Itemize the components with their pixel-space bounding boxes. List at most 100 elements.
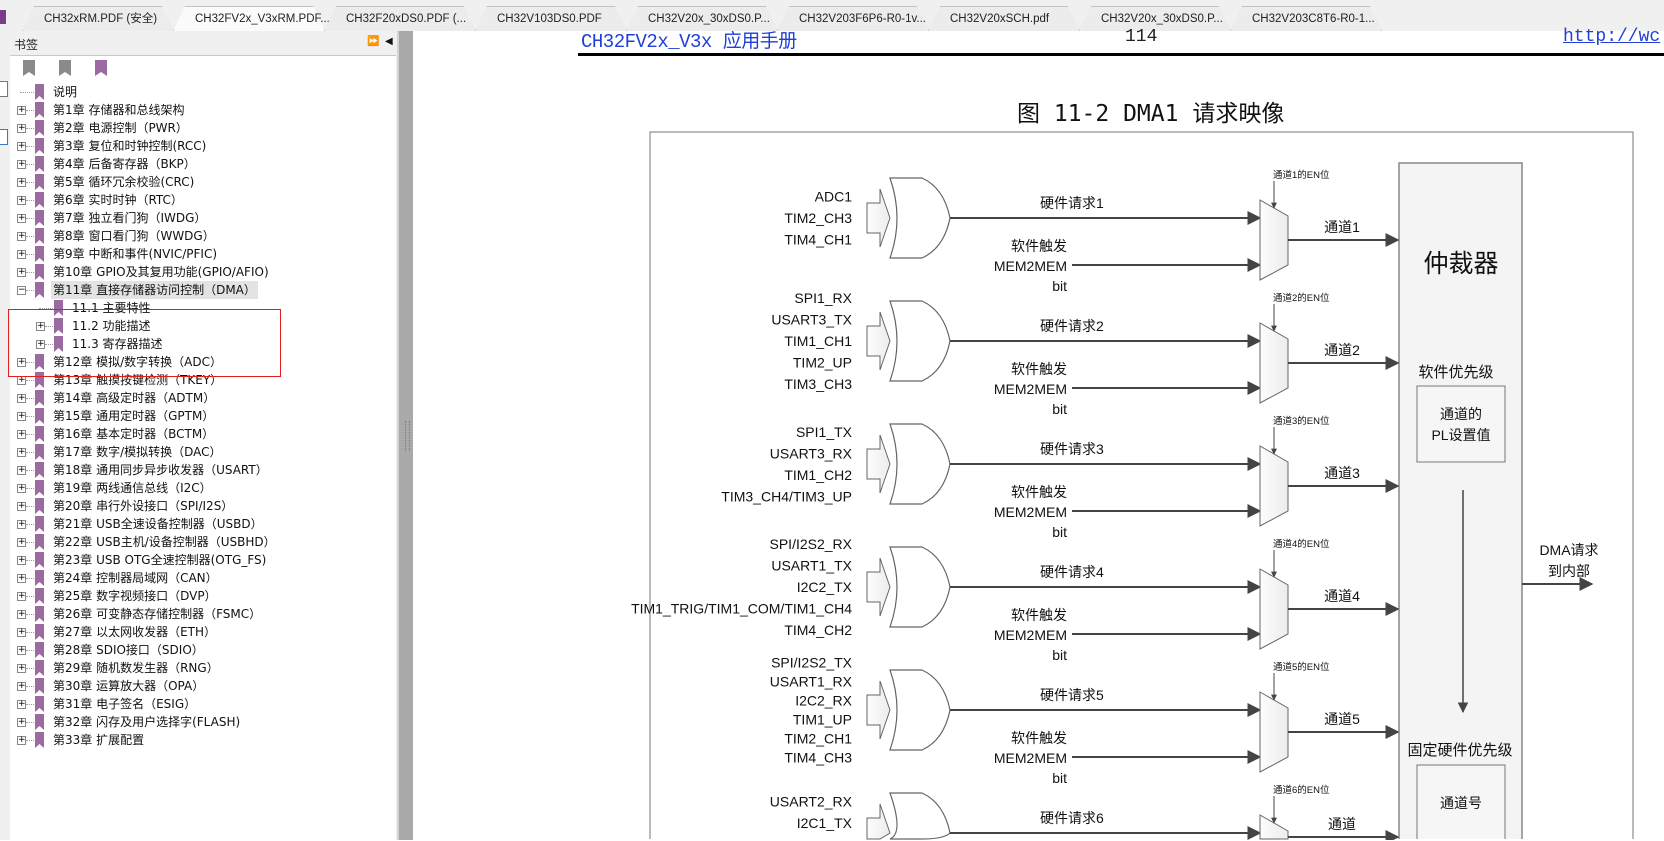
bookmark-item[interactable]: +第17章 数字/模拟转换（DAC）	[10, 443, 396, 461]
expand-icon[interactable]: +	[17, 195, 26, 205]
expand-icon[interactable]: +	[17, 645, 26, 655]
bookmark-item[interactable]: +第25章 数字视频接口（DVP）	[10, 587, 396, 605]
bookmark-icon	[35, 588, 44, 604]
expand-icon[interactable]: +	[17, 609, 26, 619]
bookmark-item[interactable]: +第8章 窗口看门狗（WWDG）	[10, 227, 396, 245]
highlight-annotation-box	[8, 309, 281, 377]
expand-icon[interactable]: +	[36, 321, 45, 331]
expand-icon[interactable]: +	[17, 249, 26, 259]
collapse-panel-icon[interactable]: ◀	[385, 36, 393, 47]
expand-icon[interactable]: +	[17, 123, 26, 133]
expand-icon[interactable]: +	[17, 483, 26, 493]
bookmark-item[interactable]: +第6章 实时时钟（RTC）	[10, 191, 396, 209]
bookmark-item[interactable]: +第24章 控制器局域网（CAN）	[10, 569, 396, 587]
pages-panel-icon[interactable]	[0, 81, 8, 97]
tab-5[interactable]: CH32V203F6P6-R0-1v...	[777, 6, 929, 31]
expand-icon[interactable]: +	[17, 429, 26, 439]
expand-icon[interactable]: +	[17, 393, 26, 403]
expand-icon[interactable]: +	[17, 231, 26, 241]
tab-label: CH32FV2x_V3xRM.PDF...	[195, 13, 330, 25]
expand-icon[interactable]: +	[17, 627, 26, 637]
bookmark-item[interactable]: +第23章 USB OTG全速控制器(OTG_FS)	[10, 551, 396, 569]
bookmark-item[interactable]: +第3章 复位和时钟控制(RCC)	[10, 137, 396, 155]
bookmark-item[interactable]: +第27章 以太网收发器（ETH）	[10, 623, 396, 641]
bookmark-item[interactable]: +第2章 电源控制（PWR）	[10, 119, 396, 137]
expand-panel-icon[interactable]: ⏩	[367, 36, 380, 47]
tab-8[interactable]: CH32V203C8T6-R0-1...	[1230, 6, 1382, 31]
bookmark-item[interactable]: +第20章 串行外设接口（SPI/I2S）	[10, 497, 396, 515]
expand-icon[interactable]: +	[17, 105, 26, 115]
bookmark-item[interactable]: +第30章 运算放大器（OPA）	[10, 677, 396, 695]
bookmark-item[interactable]: +第16章 基本定时器（BCTM）	[10, 425, 396, 443]
layers-panel-icon[interactable]	[0, 129, 8, 145]
expand-icon[interactable]: +	[17, 555, 26, 565]
expand-icon[interactable]: +	[17, 465, 26, 475]
bookmark-item[interactable]: +第29章 随机数发生器（RNG）	[10, 659, 396, 677]
bookmark-item[interactable]: +第4章 后备寄存器（BKP）	[10, 155, 396, 173]
bookmark-item[interactable]: +第19章 两线通信总线（I2C）	[10, 479, 396, 497]
bookmark-item[interactable]: +第9章 中断和事件(NVIC/PFIC)	[10, 245, 396, 263]
channel-label: 通道5	[1324, 711, 1360, 727]
bookmark-item[interactable]: +第7章 独立看门狗（IWDG）	[10, 209, 396, 227]
collapse-icon[interactable]: −	[17, 285, 26, 295]
bookmark-label: 第28章 SDIO接口（SDIO）	[53, 643, 204, 657]
expand-icon[interactable]: +	[17, 501, 26, 511]
expand-icon[interactable]: +	[17, 735, 26, 745]
tab-1[interactable]: CH32FV2x_V3xRM.PDF...x	[173, 6, 338, 31]
bookmark-item[interactable]: 说明	[10, 83, 396, 101]
tree-connector	[26, 236, 34, 237]
bookmark-item[interactable]: +第15章 通用定时器（GPTM）	[10, 407, 396, 425]
bookmark-item[interactable]: +第32章 闪存及用户选择字(FLASH)	[10, 713, 396, 731]
bookmark-item[interactable]: −第11章 直接存储器访问控制（DMA）	[10, 281, 396, 299]
bookmark-item[interactable]: +第12章 模拟/数字转换（ADC）	[10, 353, 396, 371]
bookmark-item[interactable]: +11.3 寄存器描述	[10, 335, 396, 353]
header-url-link[interactable]: http://wc	[1563, 27, 1661, 47]
bookmark-item[interactable]: + 第28章 SDIO接口（SDIO）	[10, 641, 396, 659]
request-source-label: I2C2_RX	[795, 693, 852, 709]
expand-icon[interactable]: +	[17, 717, 26, 727]
bookmark-item[interactable]: +第1章 存储器和总线架构	[10, 101, 396, 119]
expand-icon[interactable]: +	[17, 663, 26, 673]
expand-icon[interactable]: +	[17, 159, 26, 169]
bookmark-item[interactable]: +第18章 通用同步异步收发器（USART）	[10, 461, 396, 479]
tab-6[interactable]: CH32V20xSCH.pdf	[928, 6, 1080, 31]
bookmark-item[interactable]: +第33章 扩展配置	[10, 731, 396, 749]
tab-shape	[324, 6, 476, 31]
bookmark-item[interactable]: +第14章 高级定时器（ADTM）	[10, 389, 396, 407]
expand-icon[interactable]: +	[17, 141, 26, 151]
expand-icon[interactable]: +	[17, 213, 26, 223]
bookmark-item[interactable]: +第31章 电子签名（ESIG）	[10, 695, 396, 713]
bookmark-item[interactable]: +第5章 循环冗余校验(CRC)	[10, 173, 396, 191]
expand-icon[interactable]: +	[17, 699, 26, 709]
bookmark-item[interactable]: +第22章 USB主机/设备控制器（USBHD）	[10, 533, 396, 551]
expand-icon[interactable]: +	[17, 267, 26, 277]
expand-icon[interactable]: +	[17, 519, 26, 529]
add-bookmark-icon[interactable]	[59, 60, 71, 76]
expand-icon[interactable]: +	[17, 537, 26, 547]
tab-3[interactable]: CH32V103DS0.PDF	[475, 6, 627, 31]
expand-icon[interactable]: +	[17, 573, 26, 583]
expand-icon[interactable]: +	[36, 339, 45, 349]
tab-4[interactable]: CH32V20x_30xDS0.P...	[626, 6, 778, 31]
tab-0[interactable]: CH32xRM.PDF (安全)	[22, 6, 174, 31]
tree-connector	[26, 722, 34, 723]
expand-icon[interactable]: +	[17, 411, 26, 421]
bookmark-item[interactable]: +第26章 可变静态存储控制器（FSMC）	[10, 605, 396, 623]
bookmark-item[interactable]: 11.1 主要特性	[10, 299, 396, 317]
delete-bookmark-icon[interactable]	[23, 60, 35, 76]
tab-7[interactable]: CH32V20x_30xDS0.P...	[1079, 6, 1231, 31]
bookmark-item[interactable]: +第21章 USB全速设备控制器（USBD）	[10, 515, 396, 533]
bookmark-item[interactable]: +第10章 GPIO及其复用功能(GPIO/AFIO)	[10, 263, 396, 281]
bookmark-item[interactable]: +11.2 功能描述	[10, 317, 396, 335]
splitter-grip[interactable]	[405, 421, 410, 451]
expand-icon[interactable]: +	[17, 591, 26, 601]
goto-bookmark-icon[interactable]	[95, 60, 107, 76]
expand-icon[interactable]: +	[17, 177, 26, 187]
expand-icon[interactable]: +	[17, 357, 26, 367]
tab-2[interactable]: CH32F20xDS0.PDF (...	[324, 6, 476, 31]
expand-icon[interactable]: +	[17, 447, 26, 457]
panel-splitter[interactable]	[397, 31, 413, 840]
tree-connector	[26, 596, 34, 597]
expand-icon[interactable]: +	[17, 681, 26, 691]
